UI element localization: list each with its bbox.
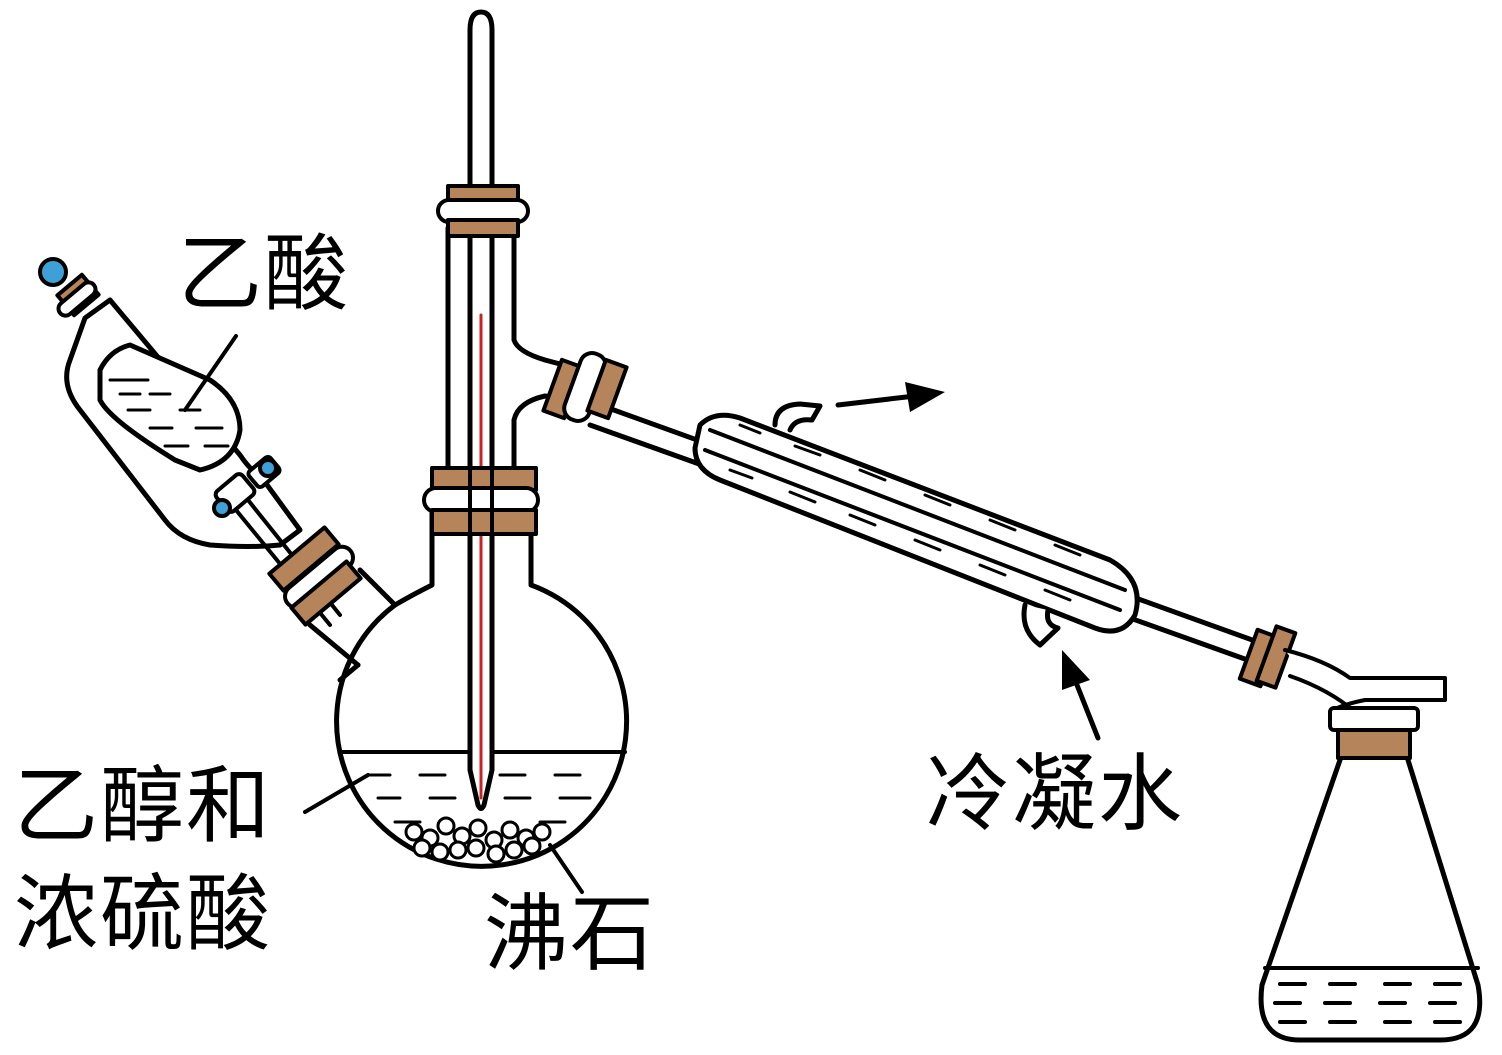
condenser [587,401,1283,671]
condenser-stopper [541,351,629,423]
acetic-acid-label: 乙酸 [178,225,351,323]
receiver-adapter [1237,624,1447,768]
head-stopper [436,184,530,238]
cooling-water-label: 冷凝水 [926,745,1185,843]
water-out-arrow [835,382,945,412]
chips-leader-line [548,843,584,894]
ethanol-sulfuric-label-line2: 浓硫酸 [14,865,273,963]
distillation-head [445,225,578,481]
side-neck-stopper [267,525,363,627]
dropping-funnel [64,297,342,627]
funnel-stopper [38,257,101,318]
boiling-chips-label: 沸石 [484,885,657,983]
acid-leader-line [183,334,238,412]
thermometer [467,9,495,811]
ethanol-sulfuric-label-line1: 乙醇和 [14,757,273,855]
water-in-arrow [1062,650,1101,741]
receiving-flask [1258,706,1483,1043]
flask-stopper [422,466,540,536]
boiling-chips [404,816,552,864]
mixture-leader-line [303,773,370,814]
